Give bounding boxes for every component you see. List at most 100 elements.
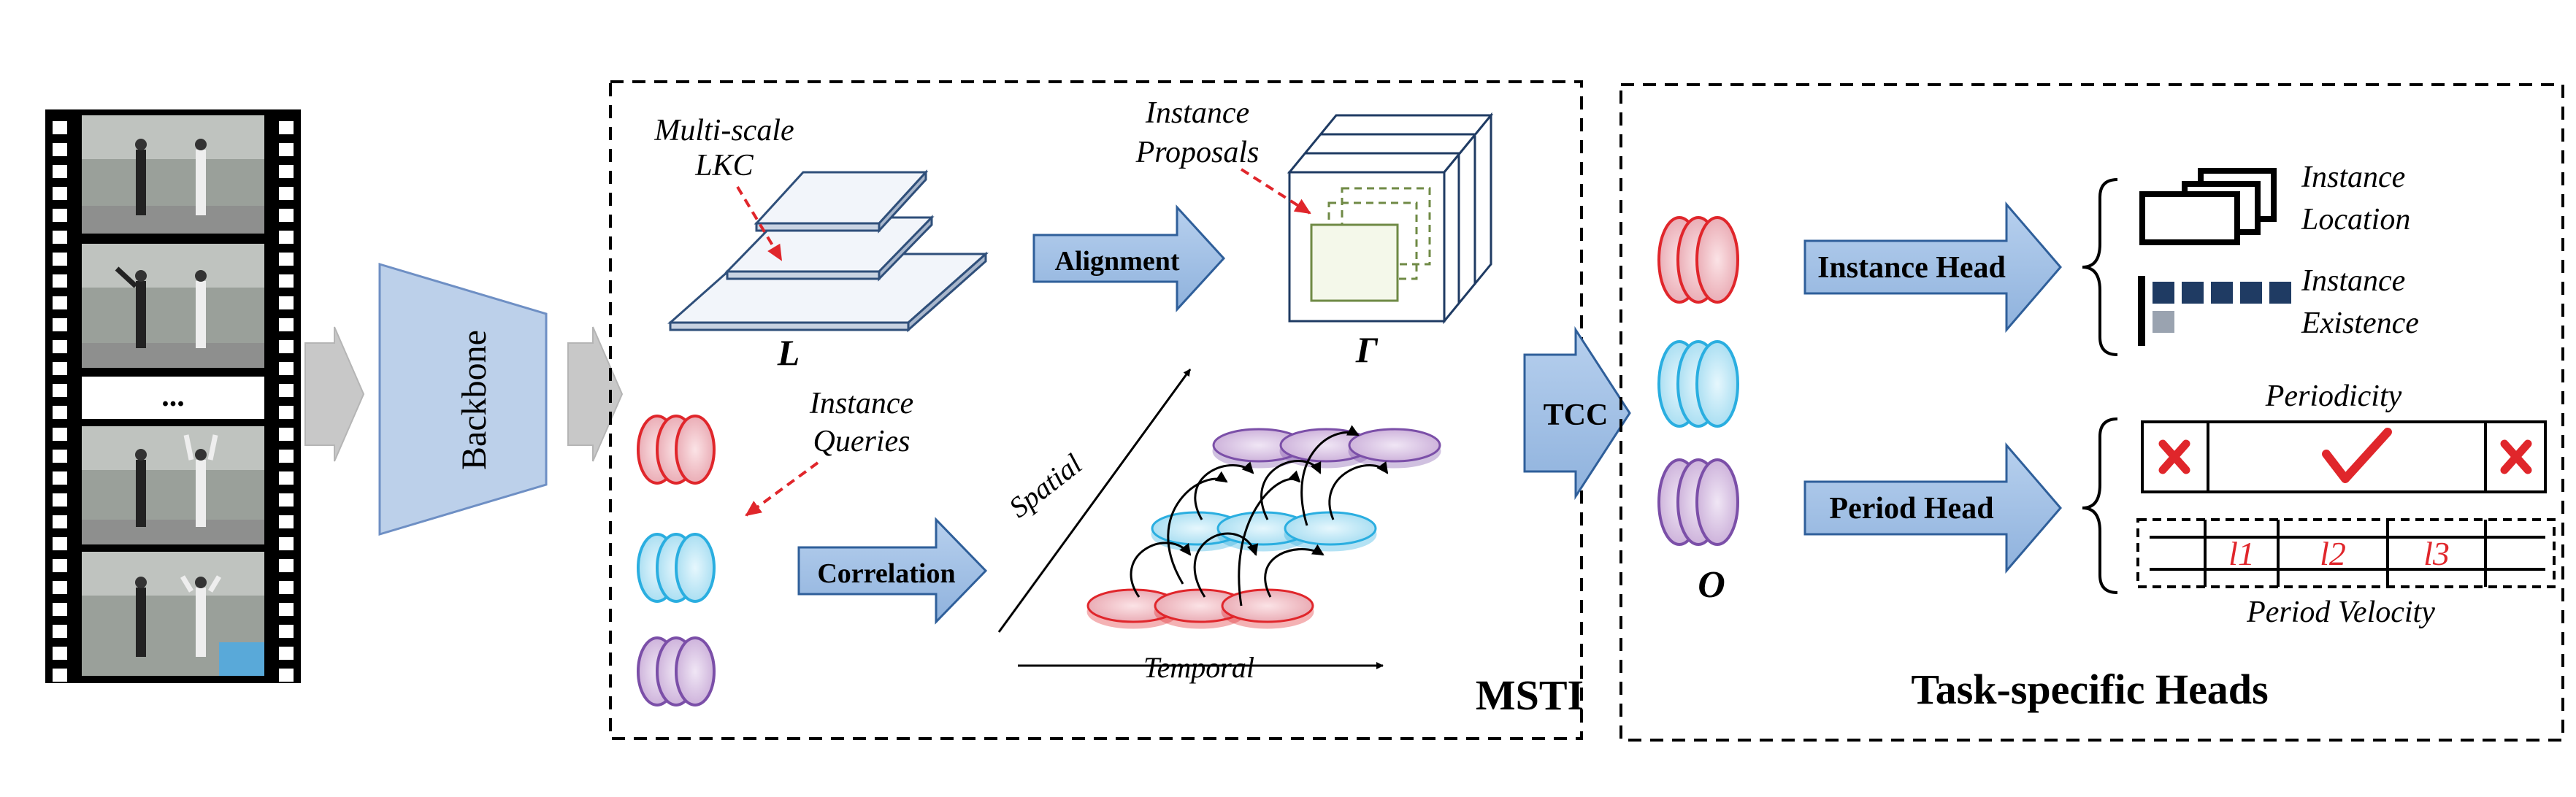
instance-queries — [637, 415, 716, 706]
sprocket-hole — [279, 559, 294, 572]
sprocket-hole — [279, 340, 294, 353]
sprocket-hole — [279, 165, 294, 178]
sprocket-hole — [53, 296, 67, 309]
backbone-block — [378, 262, 548, 536]
sprocket-hole — [279, 253, 294, 266]
heads-title: Task-specific Heads — [1911, 666, 2268, 713]
sprocket-hole — [53, 165, 67, 178]
correlation-arrow — [797, 517, 988, 625]
sprocket-hole — [53, 231, 67, 244]
sprocket-hole — [279, 471, 294, 485]
sprocket-hole — [53, 406, 67, 419]
purple-output-disc — [1657, 458, 1739, 546]
interaction-link — [1260, 460, 1322, 520]
flow-arrow-to-backbone — [304, 326, 365, 462]
backbone-label: Backbone — [455, 330, 494, 470]
cyan-query-disc — [637, 533, 716, 603]
interaction-link — [1193, 532, 1259, 598]
sprocket-hole — [53, 253, 67, 266]
sprocket-hole — [53, 318, 67, 331]
sprocket-hole — [53, 625, 67, 638]
sprocket-hole — [279, 537, 294, 550]
alignment-arrow — [1032, 204, 1226, 312]
interaction-link — [1194, 461, 1254, 520]
instance-brace — [2082, 178, 2118, 356]
alignment-label: Alignment — [1055, 246, 1180, 277]
periodicity-label: Periodicity — [2265, 380, 2402, 413]
frames-ellipsis: ... — [161, 380, 185, 413]
sprocket-hole — [279, 296, 294, 309]
sprocket-hole — [53, 493, 67, 507]
sprocket-hole — [53, 274, 67, 288]
tcc-arrow — [1523, 326, 1631, 501]
sprocket-hole — [279, 515, 294, 528]
period-velocity-box — [2136, 518, 2556, 588]
video-frames-strip: ... — [45, 109, 301, 683]
sprocket-hole — [279, 143, 294, 156]
spatial-axis — [997, 369, 1192, 633]
instance-existence-line1: Instance — [2301, 264, 2405, 298]
proposals-label-line2: Proposals — [1135, 136, 1260, 169]
lkc-label-line2: LKC — [694, 149, 754, 182]
queries-pointer-arrow — [745, 461, 819, 517]
period-head-label: Period Head — [1829, 492, 1993, 525]
cyan-node — [1284, 511, 1377, 552]
queries-label-line2: Queries — [813, 425, 911, 458]
interaction-link — [1300, 425, 1360, 526]
temporal-label: Temporal — [1143, 651, 1254, 684]
sprocket-hole — [279, 428, 294, 441]
interaction-link — [1130, 542, 1192, 598]
sprocket-hole — [279, 493, 294, 507]
sprocket-hole — [279, 231, 294, 244]
cross-icon — [2158, 439, 2190, 474]
sprocket-hole — [53, 428, 67, 441]
sprocket-hole — [279, 647, 294, 660]
sprocket-hole — [53, 384, 67, 397]
instance-head-arrow — [1803, 201, 2062, 334]
sprocket-hole — [279, 274, 294, 288]
sprocket-hole — [279, 384, 294, 397]
sprocket-hole — [279, 669, 294, 682]
sprocket-hole — [279, 625, 294, 638]
film-sprocket-holes — [53, 121, 294, 682]
video-frame — [82, 244, 264, 368]
sprocket-hole — [53, 537, 67, 550]
spatiotemporal-interaction-graph — [1086, 425, 1441, 629]
instance-existence-bars-icon — [2138, 276, 2291, 346]
sprocket-hole — [279, 362, 294, 375]
sprocket-hole — [53, 581, 67, 594]
sprocket-hole — [53, 143, 67, 156]
instance-location-line1: Instance — [2301, 161, 2405, 194]
checkmark-icon — [2322, 428, 2392, 483]
sprocket-hole — [279, 406, 294, 419]
sprocket-hole — [279, 603, 294, 616]
lkc-label-line1: Multi-scale — [653, 114, 794, 147]
period-velocity-label: Period Velocity — [2246, 596, 2435, 629]
sprocket-hole — [53, 187, 67, 200]
period-brace — [2082, 417, 2118, 594]
interaction-link — [1238, 470, 1301, 607]
sprocket-hole — [279, 318, 294, 331]
red-query-disc — [637, 415, 716, 485]
instance-head-label: Instance Head — [1817, 251, 2006, 285]
interaction-link — [1264, 544, 1325, 598]
tcc-label: TCC — [1544, 398, 1609, 432]
red-node — [1221, 588, 1314, 629]
ellipsis-panel — [82, 377, 264, 419]
output-symbol-o: O — [1698, 564, 1725, 606]
velocity-cell-2: l2 — [2320, 535, 2346, 572]
instance-location-line2: Location — [2301, 203, 2410, 236]
multi-scale-lkc-stack — [667, 169, 989, 333]
sprocket-hole — [279, 450, 294, 463]
instance-existence-line2: Existence — [2301, 307, 2419, 340]
instance-proposals-cube — [1287, 112, 1494, 325]
purple-query-disc — [637, 636, 716, 706]
sprocket-hole — [279, 209, 294, 222]
spatial-label: Spatial — [1003, 447, 1088, 524]
cyan-output-disc — [1657, 340, 1739, 428]
queries-label-line1: Instance — [809, 387, 913, 420]
sprocket-hole — [279, 581, 294, 594]
interaction-link — [1328, 461, 1389, 520]
cube-symbol-gamma: Γ — [1355, 329, 1379, 370]
red-output-disc — [1657, 216, 1739, 304]
